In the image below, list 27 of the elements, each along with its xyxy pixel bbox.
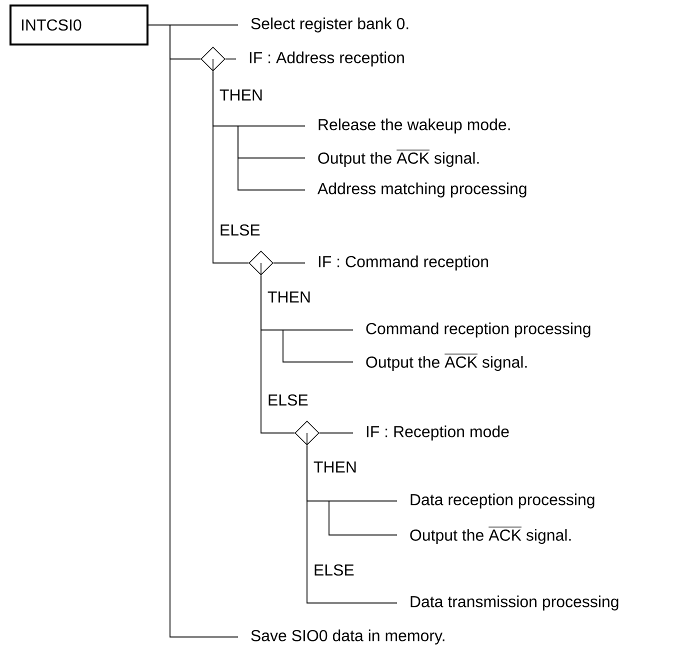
connector-line — [148, 24, 238, 638]
connector-line — [306, 444, 398, 604]
decision-diamond — [248, 250, 274, 276]
step-text: Command reception processing — [366, 322, 590, 338]
connector-line — [212, 70, 250, 264]
step-text: $\text{Output the }\overline{\text{ACK}}\text{ signal.}$ — [410, 527, 571, 544]
step-text: Address matching processing — [317, 182, 526, 198]
branch-label: THEN — [314, 462, 356, 472]
step-text: $\text{Output the }\overline{\text{ACK}}\text{ signal.}$ — [366, 354, 527, 371]
connector-line — [272, 262, 306, 264]
step-text: IF : Reception mode — [366, 426, 509, 440]
decision-diamond — [294, 420, 320, 446]
step-text: IF : Address reception — [250, 52, 404, 66]
step-text: Data reception processing — [410, 494, 594, 508]
branch-label: THEN — [268, 292, 310, 302]
step-text: Save SIO0 data in memory. — [251, 630, 444, 644]
step-text: Select register bank 0. — [251, 18, 408, 32]
step-text: Release the wakeup mode. — [318, 118, 510, 134]
step-text: Data transmission processing — [410, 596, 618, 610]
connector-line — [318, 432, 354, 434]
connector-line — [260, 274, 296, 434]
decision-diamond — [200, 46, 226, 72]
step-text: $\text{Output the }\overline{\text{ACK}}\text{ signal.}$ — [318, 150, 479, 167]
branch-label: ELSE — [314, 564, 354, 576]
routine-box: INTCSI0 — [10, 4, 148, 46]
connector-line — [224, 58, 236, 60]
step-text: IF : Command reception — [318, 256, 488, 270]
